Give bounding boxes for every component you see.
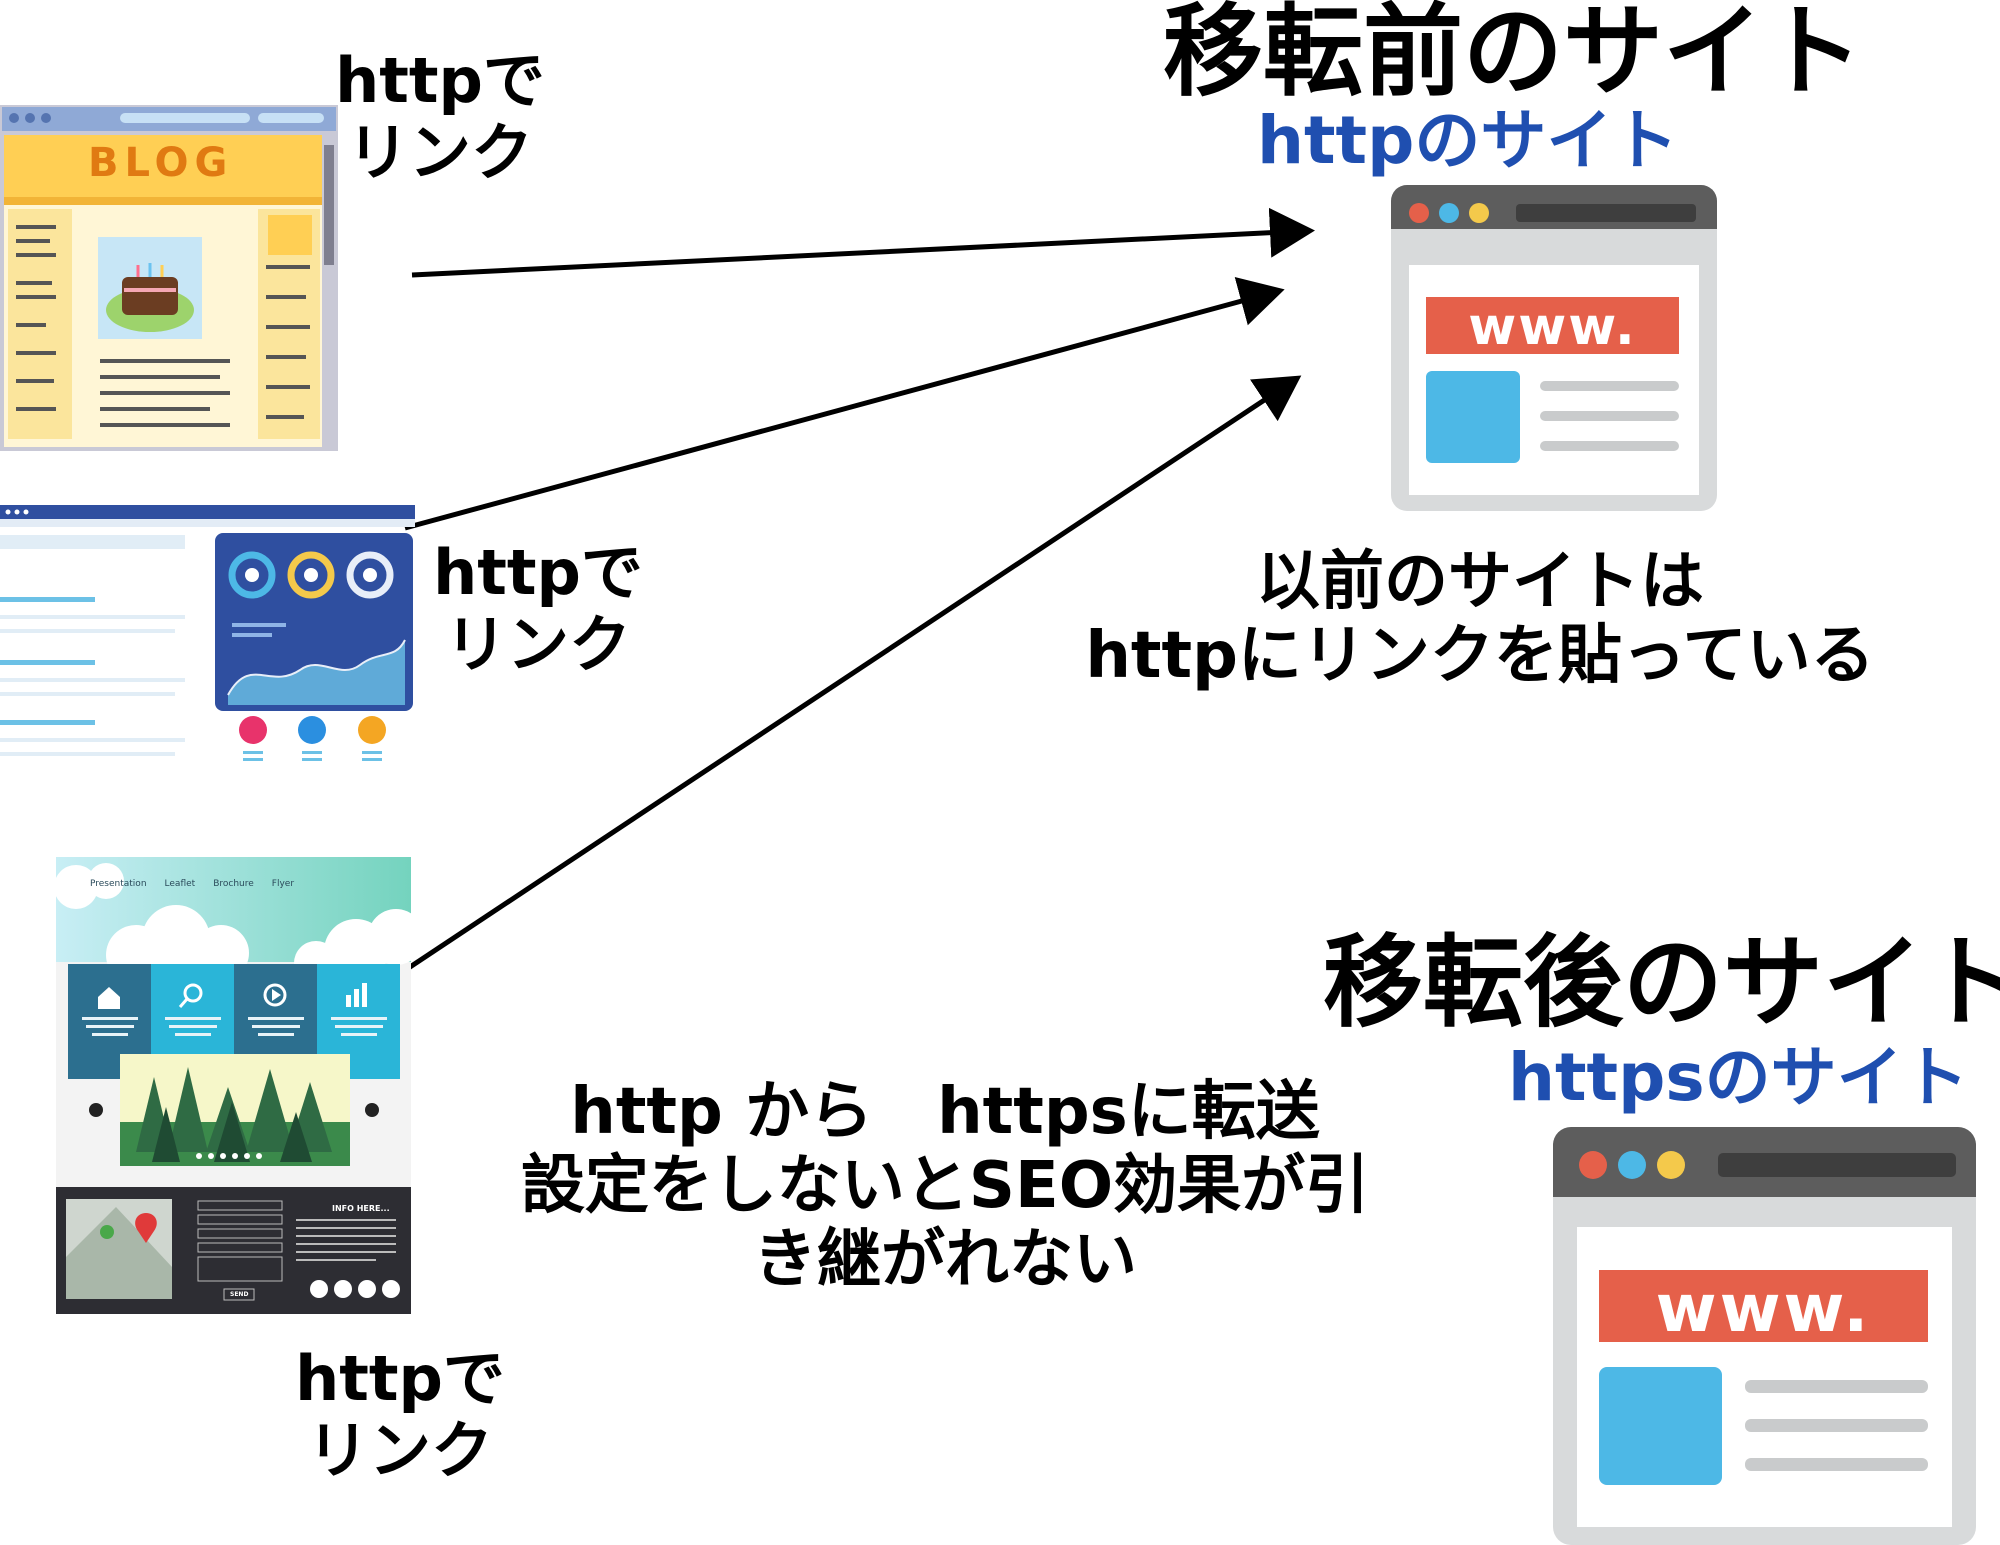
template-send-button[interactable]: SEND [230, 1291, 249, 1298]
arrow-blog-to-old-site [411, 207, 1315, 278]
template-nav-item[interactable]: Brochure [213, 879, 254, 889]
dashboard-site-thumbnail [0, 505, 415, 775]
old-site-note-line2: httpにリンクを貼っている [1085, 619, 1875, 694]
link-label-line2: リンク [306, 1413, 493, 1487]
link-label-line2: リンク [346, 115, 533, 189]
old-site-note: 以前のサイトは httpにリンクを貼っている [1000, 545, 1960, 693]
arrow-web-template-to-old-site [301, 375, 1302, 1041]
link-label-blog: httpで リンク [330, 45, 550, 189]
link-label-dashboard: httpで リンク [428, 537, 648, 681]
link-label-line1: httpで [433, 536, 643, 609]
new-site-browser-icon: www. [1553, 1127, 1976, 1545]
link-label-line2: リンク [444, 607, 631, 681]
template-nav-item[interactable]: Presentation [90, 879, 147, 889]
old-site-browser-icon: www. [1391, 185, 1717, 511]
old-site-browser-banner-text: www. [1468, 297, 1637, 357]
new-site-subtitle: httpsのサイト [1508, 1039, 1969, 1116]
old-site-note-line1: 以前のサイトは [1256, 545, 1704, 619]
old-site-title: 移転前のサイト [1163, 0, 1863, 110]
template-footer-heading: INFO HERE... [332, 1204, 390, 1213]
blog-site-thumbnail: BLOG [0, 105, 338, 451]
old-site-subtitle: httpのサイト [1257, 102, 1679, 179]
link-label-line1: httpで [335, 44, 545, 117]
redirect-warning-line2: 設定をしないとSEO効果が引 [520, 1149, 1370, 1224]
redirect-warning: http から httpsに転送 設定をしないとSEO効果が引 き継がれない [440, 1075, 1450, 1298]
new-site-title: 移転後のサイト [1323, 924, 2000, 1041]
redirect-warning-line3: き継がれない [753, 1223, 1137, 1298]
template-nav: Presentation Leaflet Brochure Flyer [90, 879, 294, 889]
arrow-dashboard-to-old-site [404, 277, 1285, 531]
redirect-warning-line1: http から httpsに転送 [570, 1075, 1320, 1149]
link-label-web-template: httpで リンク [290, 1343, 510, 1487]
template-nav-item[interactable]: Flyer [271, 879, 295, 889]
new-site-browser-banner-text: www. [1655, 1270, 1872, 1347]
template-nav-item[interactable]: Leaflet [164, 879, 196, 889]
blog-thumbnail-title: BLOG [88, 140, 234, 186]
link-label-line1: httpで [295, 1342, 505, 1415]
web-template-thumbnail: Presentation Leaflet Brochure Flyer INFO… [56, 857, 411, 1314]
